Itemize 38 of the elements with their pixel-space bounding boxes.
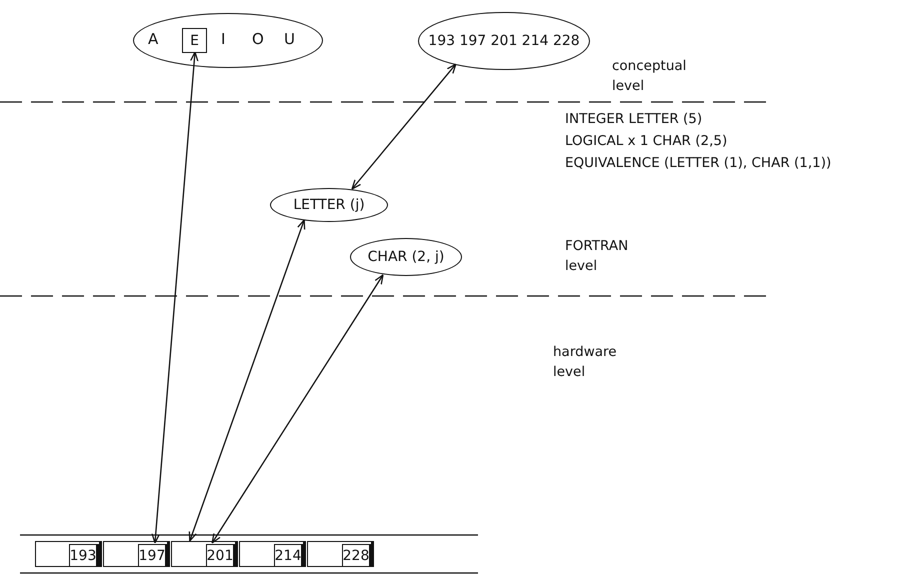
ellipse-node [270, 188, 388, 222]
memory-value: 228 [342, 548, 370, 564]
node-label: O [252, 29, 264, 50]
node-label: 193 197 201 214 228 [428, 33, 580, 49]
node-label: U [284, 29, 295, 50]
node-label: CHAR (2, j) [368, 249, 444, 265]
ellipse-node [133, 13, 323, 68]
ellipse-node [418, 12, 590, 70]
level-note: LOGICAL x 1 CHAR (2,5) [565, 132, 728, 151]
node-label: LETTER (j) [293, 197, 365, 213]
double-arrow [188, 219, 306, 542]
memory-byte-box [342, 544, 373, 567]
highlight-box [182, 28, 207, 53]
level-note: INTEGER LETTER (5) [565, 110, 704, 129]
memory-word-cell [35, 541, 102, 567]
double-arrow [351, 64, 456, 190]
memory-byte-box [69, 544, 100, 567]
node-label: E [190, 32, 199, 48]
memory-word-cell [239, 541, 306, 567]
memory-value: 193 [70, 548, 96, 564]
memory-word-cell [103, 541, 170, 567]
memory-value: 197 [138, 548, 166, 564]
level-note: hardware level [553, 343, 618, 382]
level-note: conceptual level [612, 57, 688, 96]
memory-byte-box [274, 544, 305, 567]
level-note: EQUIVALENCE (LETTER (1), CHAR (1,1)) [565, 154, 832, 173]
double-arrow [212, 274, 384, 544]
memory-byte-box [138, 544, 169, 567]
level-note: FORTRAN level [565, 237, 630, 276]
ellipse-node [350, 238, 462, 276]
node-label: A [148, 29, 158, 50]
memory-word-cell [307, 541, 374, 567]
double-arrow [152, 51, 198, 544]
memory-byte-box [206, 544, 237, 567]
memory-word-cell [171, 541, 238, 567]
node-label: I [221, 29, 226, 50]
memory-value: 214 [274, 548, 302, 564]
memory-value: 201 [206, 548, 234, 564]
